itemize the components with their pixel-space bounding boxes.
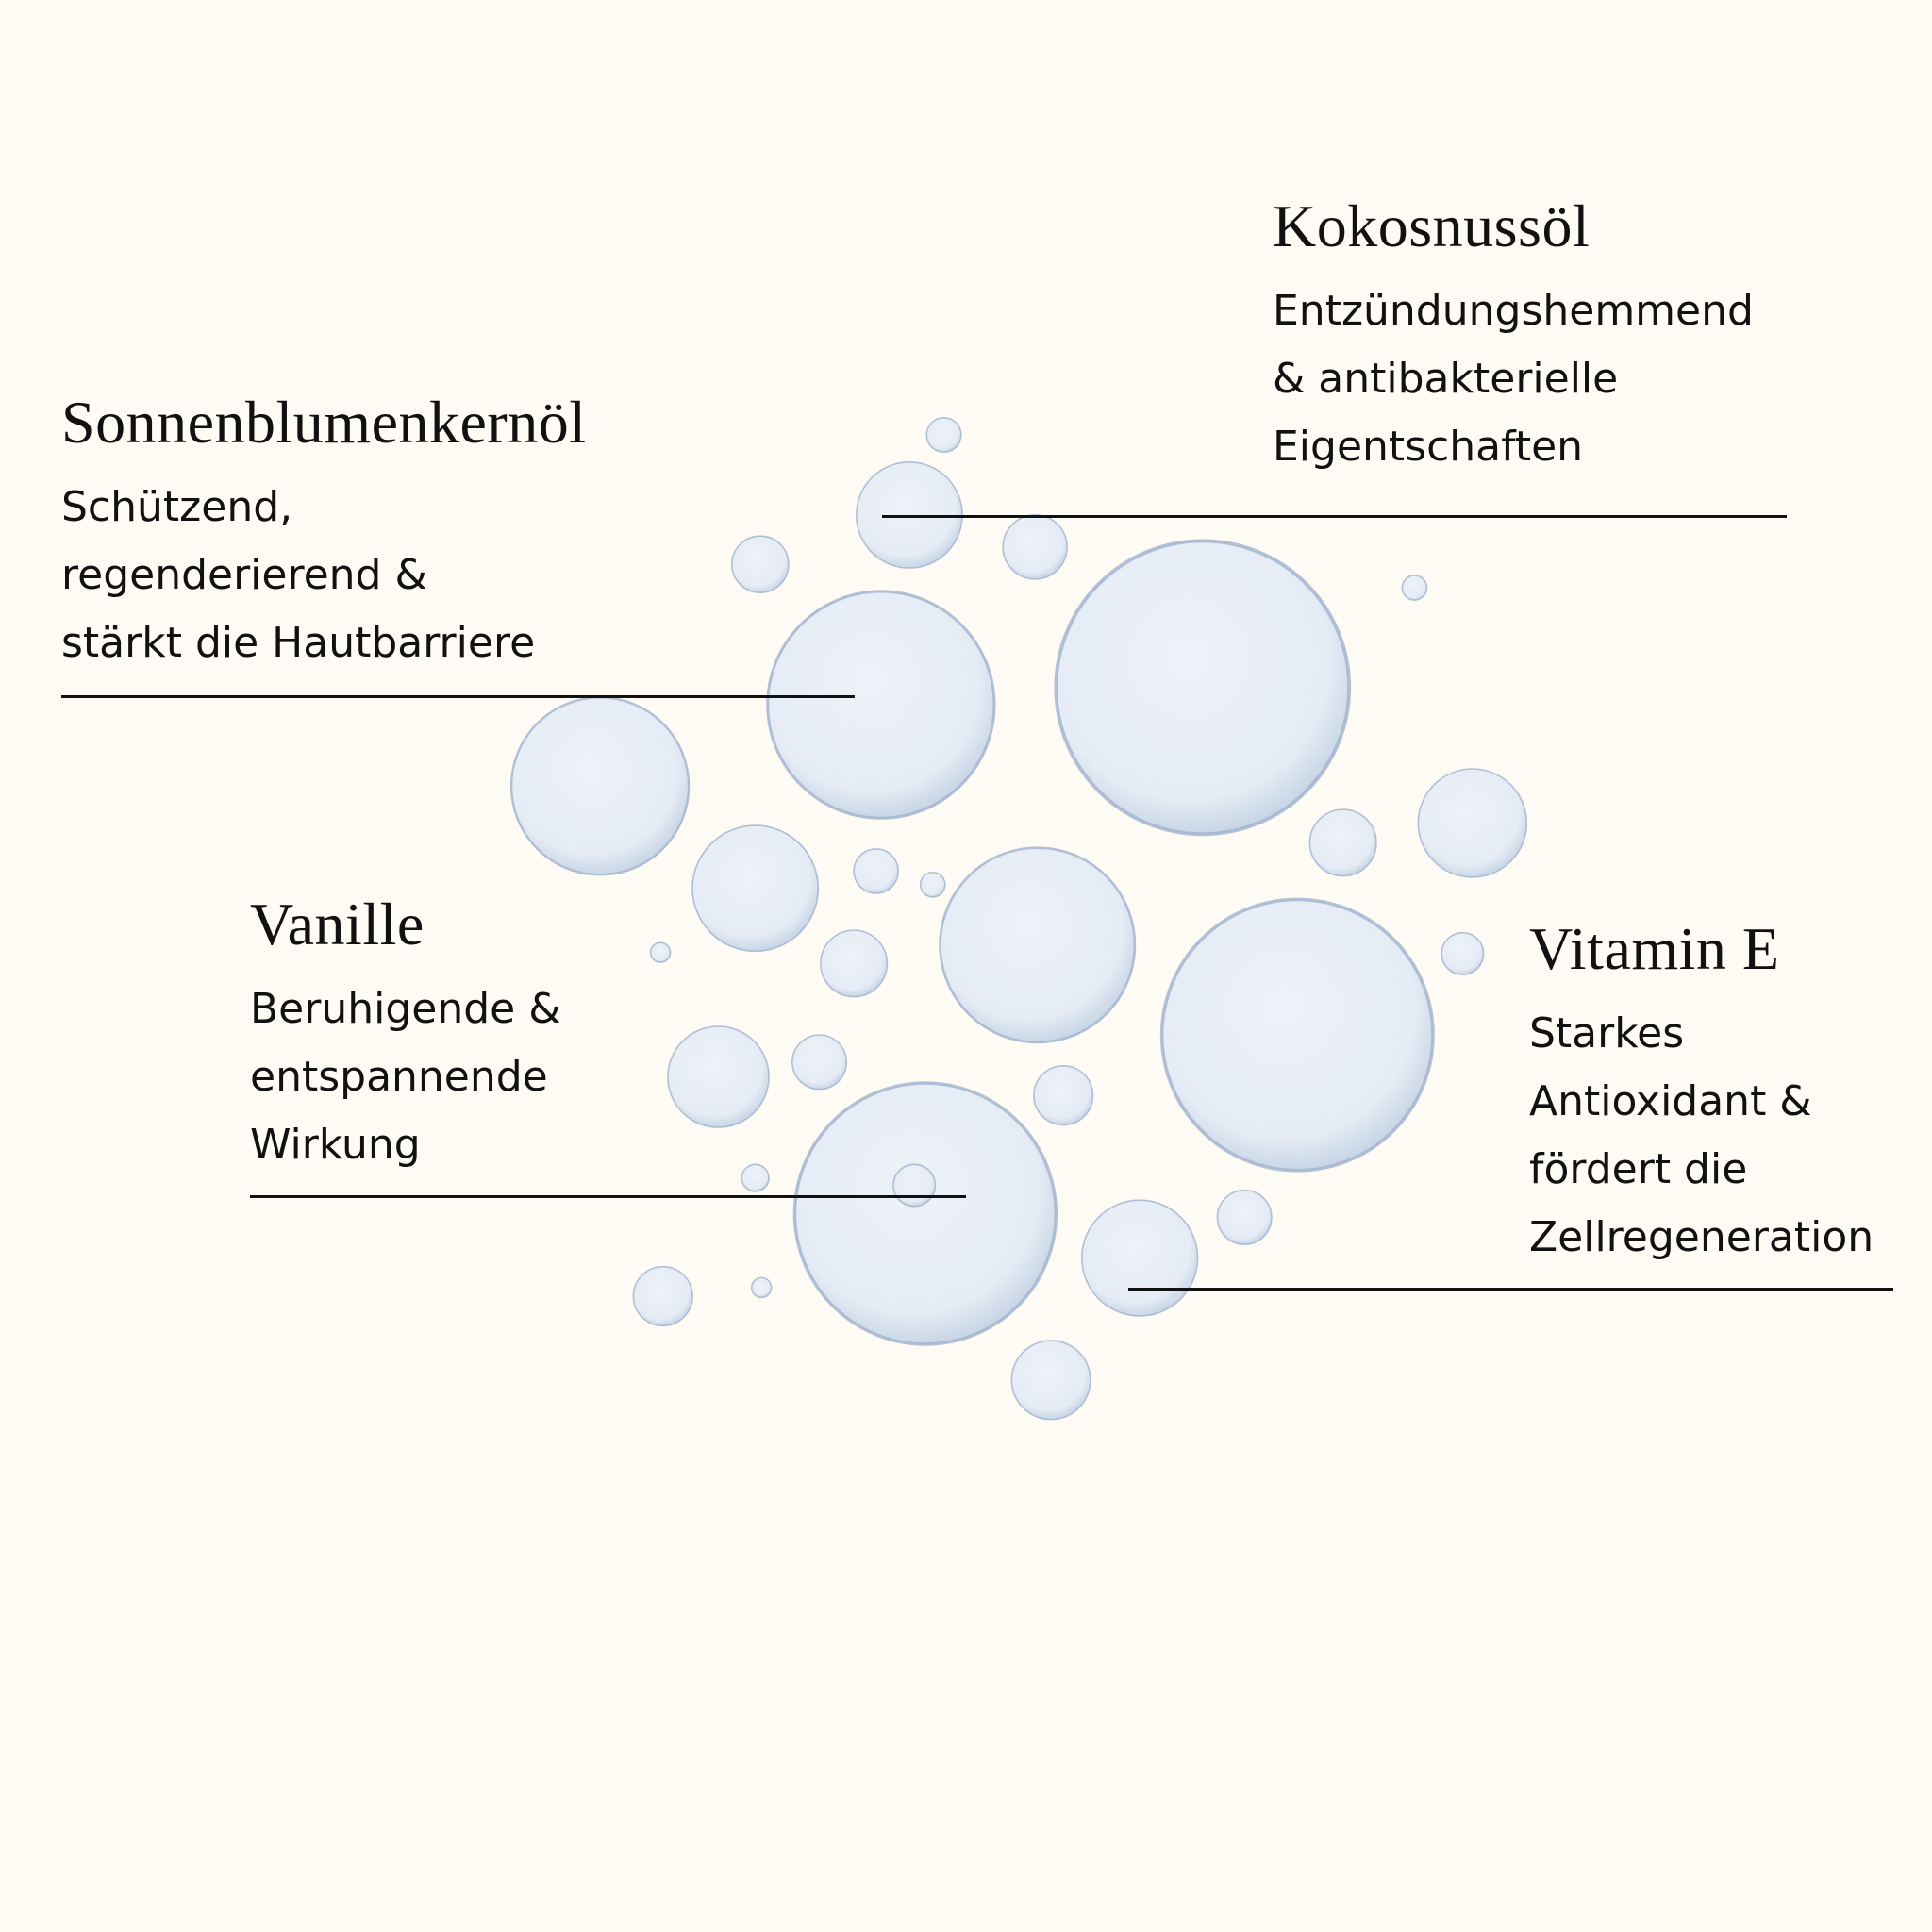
ingredient-description: Entzündungshemmend & antibakterielle Eig… (1273, 277, 1754, 481)
description-line: entspannende (250, 1053, 548, 1101)
description-line: stärkt die Hautbarriere (61, 619, 536, 667)
description-line: Wirkung (250, 1121, 421, 1169)
oil-bubble (667, 1025, 770, 1128)
oil-bubble (1010, 1340, 1091, 1421)
oil-bubble (791, 1034, 848, 1091)
ingredient-title: Vanille (250, 891, 425, 958)
description-line: Starkes (1529, 1009, 1685, 1058)
ingredient-description: Starkes Antioxidant & fördert die Zellre… (1529, 1000, 1874, 1272)
oil-bubble (750, 1276, 773, 1299)
description-line: Schützend, (61, 483, 293, 531)
description-line: Beruhigende & (250, 985, 561, 1033)
oil-bubble (649, 941, 672, 963)
oil-bubble (925, 416, 962, 454)
oil-bubble (919, 871, 946, 898)
oil-bubble (741, 1163, 770, 1192)
ingredient-kokosnussoel: Kokosnussöl Entzündungshemmend & antibak… (1273, 189, 1754, 481)
callout-line-kokosnussoel (882, 515, 1787, 518)
ingredient-title: Kokosnussöl (1273, 192, 1591, 259)
description-line: Antioxidant & (1529, 1077, 1812, 1125)
ingredient-title: Sonnenblumenkernöl (61, 389, 587, 456)
oil-bubble (1417, 768, 1528, 878)
oil-bubble (1308, 808, 1377, 877)
ingredient-description: Schützend, regenderierend & stärkt die H… (61, 474, 586, 677)
description-line: fördert die (1529, 1145, 1748, 1193)
description-line: Zellregeneration (1529, 1213, 1874, 1261)
oil-bubble (1054, 539, 1352, 837)
oil-bubble (1080, 1199, 1199, 1317)
oil-bubble (1033, 1065, 1094, 1126)
oil-bubble (855, 461, 963, 569)
oil-bubble (939, 846, 1137, 1044)
oil-bubble (892, 1163, 937, 1208)
description-line: & antibakterielle (1273, 355, 1619, 403)
description-line: Eigentschaften (1273, 423, 1584, 471)
ingredient-sonnenblumenkernoel: Sonnenblumenkernöl Schützend, regenderie… (61, 385, 586, 677)
callout-line-vitamin-e (1128, 1288, 1893, 1291)
oil-bubble (1441, 931, 1485, 975)
description-line: regenderierend & (61, 551, 427, 599)
oil-bubble (731, 535, 790, 594)
callout-line-sonnenblumenkernoel (61, 695, 855, 698)
oil-bubble (632, 1265, 693, 1327)
ingredient-vitamin-e: Vitamin E Starkes Antioxidant & fördert … (1529, 911, 1874, 1272)
oil-bubble (691, 824, 820, 953)
oil-bubble (1216, 1189, 1273, 1245)
oil-bubble (509, 696, 691, 876)
description-line: Entzündungshemmend (1273, 287, 1754, 335)
ingredient-vanille: Vanille Beruhigende & entspannende Wirku… (250, 887, 561, 1179)
oil-bubble (1159, 897, 1435, 1173)
oil-bubble (1401, 575, 1428, 601)
ingredient-description: Beruhigende & entspannende Wirkung (250, 975, 561, 1179)
oil-bubble (820, 929, 889, 998)
ingredient-title: Vitamin E (1529, 915, 1780, 982)
oil-bubble (792, 1081, 1058, 1346)
oil-bubble (853, 848, 899, 894)
callout-line-vanille (250, 1195, 966, 1198)
oil-bubble (766, 590, 996, 820)
oil-bubble (1002, 514, 1068, 580)
